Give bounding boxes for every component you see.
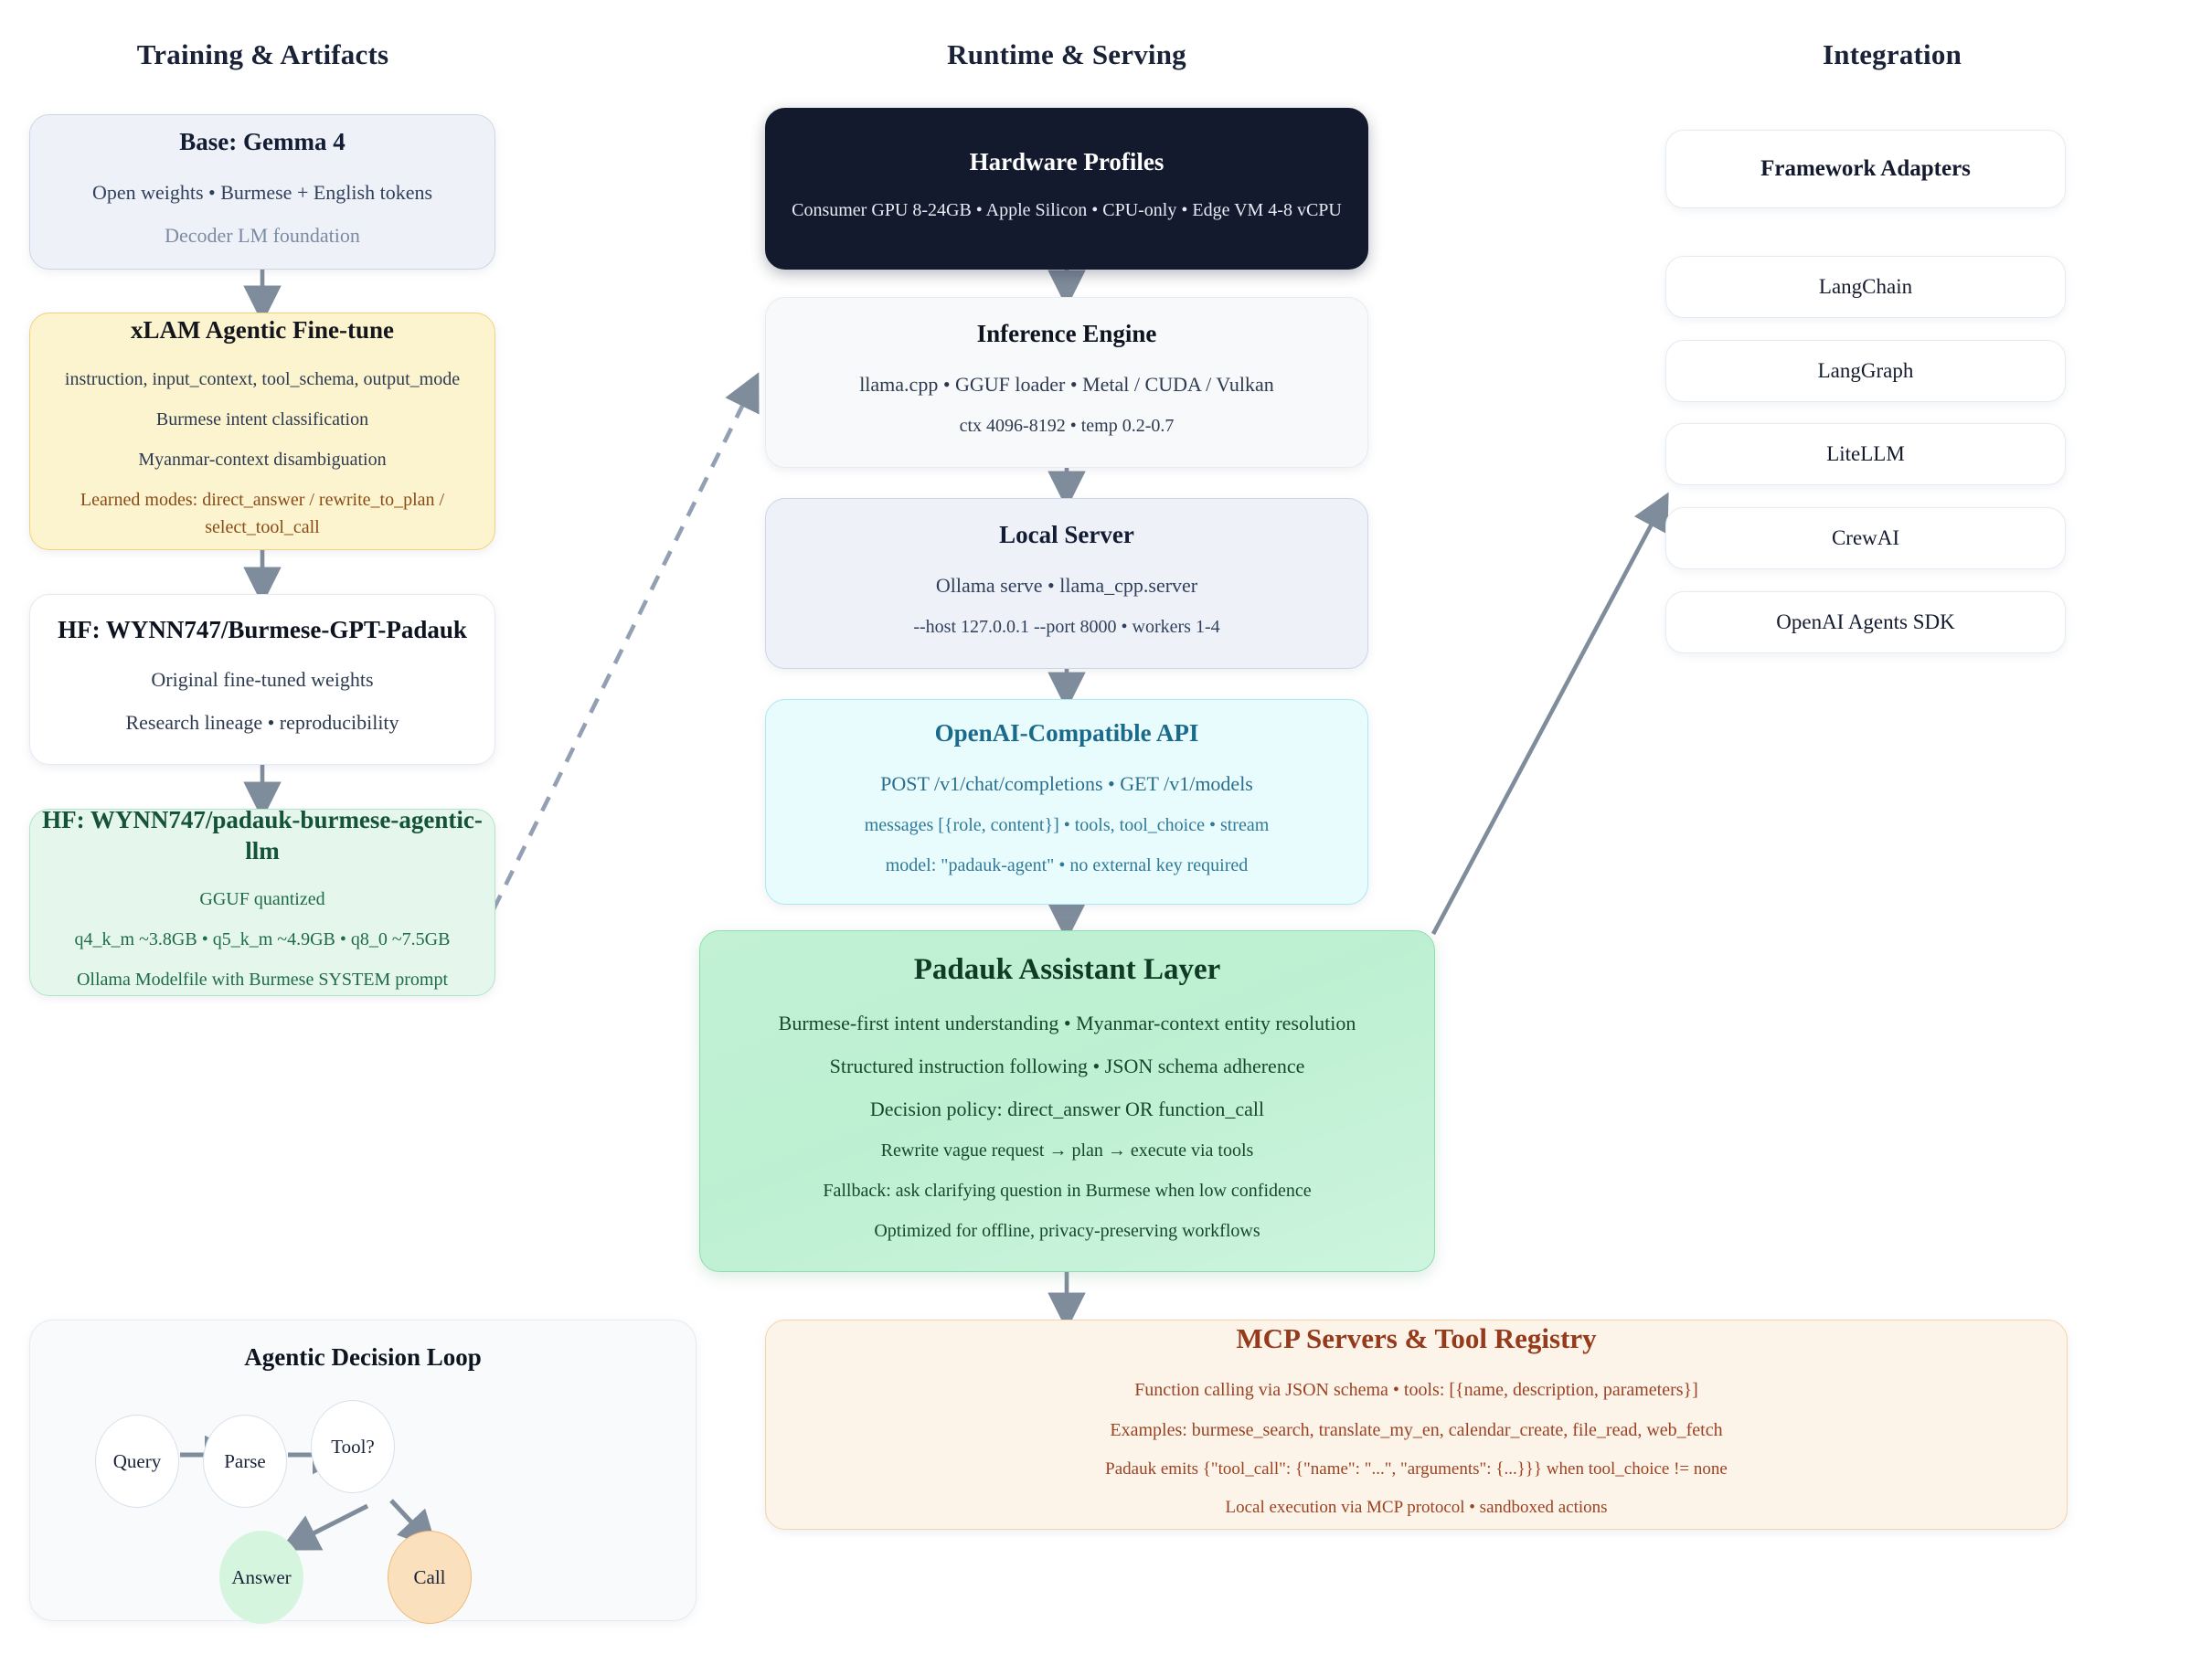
- loop-node-parse[interactable]: Parse: [203, 1415, 287, 1508]
- node-padauk-assistant-layer[interactable]: Padauk Assistant Layer Burmese-first int…: [699, 930, 1435, 1272]
- node-inference-engine[interactable]: Inference Engine llama.cpp • GGUF loader…: [765, 297, 1368, 468]
- node-base-gemma-title: Base: Gemma 4: [179, 128, 346, 156]
- loop-node-call[interactable]: Call: [388, 1531, 472, 1624]
- node-padauk-line-4: Rewrite vague request → plan → execute v…: [880, 1140, 1254, 1161]
- node-hf-gguf[interactable]: HF: WYNN747/padauk-burmese-agentic-llm G…: [29, 806, 495, 996]
- loop-title: Agentic Decision Loop: [244, 1343, 482, 1371]
- node-openai-api[interactable]: OpenAI-Compatible API POST /v1/chat/comp…: [765, 699, 1368, 905]
- chip-adapter-langchain[interactable]: LangChain: [1665, 256, 2066, 318]
- node-hf-original-title: HF: WYNN747/Burmese-GPT-Padauk: [58, 615, 467, 643]
- chip-adapter-openai-agents-sdk-label: OpenAI Agents SDK: [1776, 610, 1955, 633]
- node-hf-gguf-line-1: GGUF quantized: [199, 889, 325, 910]
- node-openai-api-title: OpenAI-Compatible API: [934, 719, 1199, 748]
- node-hardware-line-1: Consumer GPU 8-24GB • Apple Silicon • CP…: [792, 200, 1342, 221]
- node-mcp-line-2: Examples: burmese_search, translate_my_e…: [1110, 1419, 1723, 1440]
- node-xlam-finetune[interactable]: xLAM Agentic Fine-tune instruction, inpu…: [29, 313, 495, 550]
- loop-node-query-label: Query: [112, 1449, 162, 1472]
- node-xlam-title: xLAM Agentic Fine-tune: [131, 316, 394, 345]
- node-padauk-line-2: Structured instruction following • JSON …: [829, 1055, 1305, 1078]
- node-hardware-title: Hardware Profiles: [969, 147, 1164, 175]
- node-mcp-line-1: Function calling via JSON schema • tools…: [1134, 1379, 1698, 1400]
- node-mcp-title: MCP Servers & Tool Registry: [1236, 1322, 1597, 1355]
- node-xlam-line-3: Myanmar-context disambiguation: [138, 449, 387, 470]
- chip-adapter-openai-agents-sdk[interactable]: OpenAI Agents SDK: [1665, 591, 2066, 653]
- node-openai-api-line-3: model: "padauk-agent" • no external key …: [885, 854, 1249, 875]
- loop-node-parse-label: Parse: [224, 1449, 266, 1472]
- column-title-runtime: Runtime & Serving: [947, 38, 1186, 70]
- node-padauk-line-3: Decision policy: direct_answer OR functi…: [869, 1098, 1265, 1121]
- chip-adapter-crewai[interactable]: CrewAI: [1665, 507, 2066, 569]
- node-xlam-line-2: Burmese intent classification: [155, 408, 369, 430]
- node-openai-api-line-2: messages [{role, content}] • tools, tool…: [864, 814, 1270, 835]
- node-inference-engine-line-1: llama.cpp • GGUF loader • Metal / CUDA /…: [859, 372, 1274, 396]
- node-inference-engine-title: Inference Engine: [976, 320, 1157, 348]
- chip-adapter-langgraph[interactable]: LangGraph: [1665, 340, 2066, 402]
- chip-adapter-litellm[interactable]: LiteLLM: [1665, 423, 2066, 485]
- chip-adapter-langgraph-label: LangGraph: [1817, 359, 1914, 382]
- node-hf-gguf-line-3: Ollama Modelfile with Burmese SYSTEM pro…: [76, 970, 449, 991]
- node-local-server-line-1: Ollama serve • llama_cpp.server: [935, 573, 1198, 597]
- node-xlam-line-1: instruction, input_context, tool_schema,…: [64, 368, 461, 389]
- loop-node-query[interactable]: Query: [95, 1415, 179, 1508]
- loop-node-tool-label: Tool?: [331, 1435, 375, 1458]
- loop-node-answer[interactable]: Answer: [219, 1531, 303, 1624]
- node-padauk-line-1: Burmese-first intent understanding • Mya…: [778, 1012, 1356, 1035]
- node-hf-original-line-1: Original fine-tuned weights: [151, 668, 374, 692]
- loop-node-answer-label: Answer: [231, 1565, 292, 1588]
- edge-padauk-to-adapters: [1430, 492, 1669, 936]
- node-mcp-registry[interactable]: MCP Servers & Tool Registry Function cal…: [765, 1320, 2068, 1530]
- chip-framework-adapters-label: Framework Adapters: [1760, 156, 1971, 181]
- node-base-gemma-line-2: Decoder LM foundation: [165, 223, 360, 247]
- loop-node-tool[interactable]: Tool?: [311, 1400, 395, 1493]
- column-title-training: Training & Artifacts: [136, 38, 389, 70]
- node-mcp-line-4: Local execution via MCP protocol • sandb…: [1225, 1498, 1608, 1518]
- node-hardware-profiles[interactable]: Hardware Profiles Consumer GPU 8-24GB • …: [765, 108, 1368, 270]
- node-hf-gguf-title: HF: WYNN747/padauk-burmese-agentic-llm: [42, 805, 483, 864]
- node-xlam-line-4: Learned modes: direct_answer / rewrite_t…: [80, 489, 445, 537]
- node-local-server[interactable]: Local Server Ollama serve • llama_cpp.se…: [765, 498, 1368, 669]
- node-padauk-title: Padauk Assistant Layer: [913, 952, 1221, 986]
- node-local-server-line-2: --host 127.0.0.1 --port 8000 • workers 1…: [913, 616, 1220, 637]
- chip-adapter-litellm-label: LiteLLM: [1826, 442, 1905, 465]
- node-mcp-line-3: Padauk emits {"tool_call": {"name": "...…: [1105, 1458, 1728, 1479]
- node-hf-original[interactable]: HF: WYNN747/Burmese-GPT-Padauk Original …: [29, 594, 495, 765]
- loop-node-call-label: Call: [413, 1565, 446, 1588]
- edge-gguf-to-engine-dashed: [491, 372, 760, 911]
- chip-adapter-langchain-label: LangChain: [1818, 275, 1913, 298]
- node-inference-engine-line-2: ctx 4096-8192 • temp 0.2-0.7: [959, 415, 1175, 436]
- chip-adapter-crewai-label: CrewAI: [1831, 526, 1900, 549]
- node-base-gemma-line-1: Open weights • Burmese + English tokens: [91, 180, 433, 204]
- node-base-gemma[interactable]: Base: Gemma 4 Open weights • Burmese + E…: [29, 114, 495, 270]
- column-title-integration: Integration: [1822, 38, 1962, 70]
- node-openai-api-line-1: POST /v1/chat/completions • GET /v1/mode…: [880, 771, 1253, 795]
- node-padauk-line-5: Fallback: ask clarifying question in Bur…: [823, 1181, 1312, 1202]
- chip-framework-adapters[interactable]: Framework Adapters: [1665, 130, 2066, 208]
- node-local-server-title: Local Server: [999, 521, 1134, 549]
- node-hf-gguf-line-2: q4_k_m ~3.8GB • q5_k_m ~4.9GB • q8_0 ~7.…: [74, 929, 451, 950]
- node-padauk-line-6: Optimized for offline, privacy-preservin…: [874, 1221, 1260, 1242]
- loop-edge-tool-answer: [279, 1503, 369, 1551]
- node-hf-original-line-2: Research lineage • reproducibility: [125, 711, 399, 735]
